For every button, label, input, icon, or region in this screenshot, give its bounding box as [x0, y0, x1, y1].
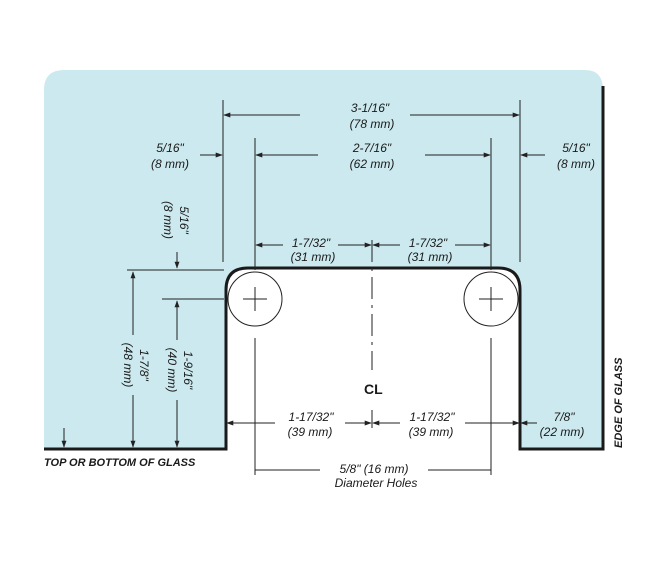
left-hole	[227, 271, 283, 327]
bottom-right-half-imperial: 1-17/32"	[410, 410, 456, 424]
notch-edge	[224, 86, 605, 451]
edge-of-glass-label: EDGE OF GLASS	[613, 357, 625, 448]
right-edge-offset-imperial: 5/16"	[562, 141, 590, 155]
top-or-bottom-of-glass-label: TOP OR BOTTOM OF GLASS	[44, 457, 196, 469]
left-hole-center-metric: (31 mm)	[291, 250, 336, 264]
right-hole-center-imperial: 1-7/32"	[409, 236, 448, 250]
glass-panel	[44, 70, 603, 450]
left-edge-offset-metric: (8 mm)	[151, 157, 189, 171]
bottom-right-half-metric: (39 mm)	[409, 425, 454, 439]
notch-depth-imperial: 1-7/8"	[137, 349, 151, 381]
centerline-label: CL	[364, 381, 383, 397]
left-edge-offset-imperial: 5/16"	[156, 141, 184, 155]
hole-spacing-metric: (62 mm)	[350, 157, 395, 171]
overall-width-metric: (78 mm)	[350, 117, 395, 131]
hole-size-label: 5/8" (16 mm)	[340, 462, 409, 476]
overall-width-imperial: 3-1/16"	[351, 101, 390, 115]
notch-depth-metric: (48 mm)	[121, 343, 135, 388]
hole-size-caption: Diameter Holes	[335, 476, 418, 490]
bottom-left-half-metric: (39 mm)	[288, 425, 333, 439]
right-edge-offset-metric: (8 mm)	[557, 157, 595, 171]
right-leg-width-imperial: 7/8"	[554, 410, 576, 424]
top-hole-offset-metric: (8 mm)	[161, 201, 175, 239]
hole-height-imperial: 1-9/16"	[181, 351, 195, 390]
bottom-left-half-imperial: 1-17/32"	[289, 410, 335, 424]
left-hole-center-imperial: 1-7/32"	[292, 236, 331, 250]
right-hole	[463, 271, 519, 327]
hole-height-metric: (40 mm)	[165, 348, 179, 393]
right-hole-center-metric: (31 mm)	[408, 250, 453, 264]
glass-edge-bottom	[44, 290, 228, 451]
hole-spacing-imperial: 2-7/16"	[352, 141, 392, 155]
right-leg-width-metric: (22 mm)	[540, 425, 585, 439]
top-hole-offset-imperial: 5/16"	[177, 206, 191, 234]
